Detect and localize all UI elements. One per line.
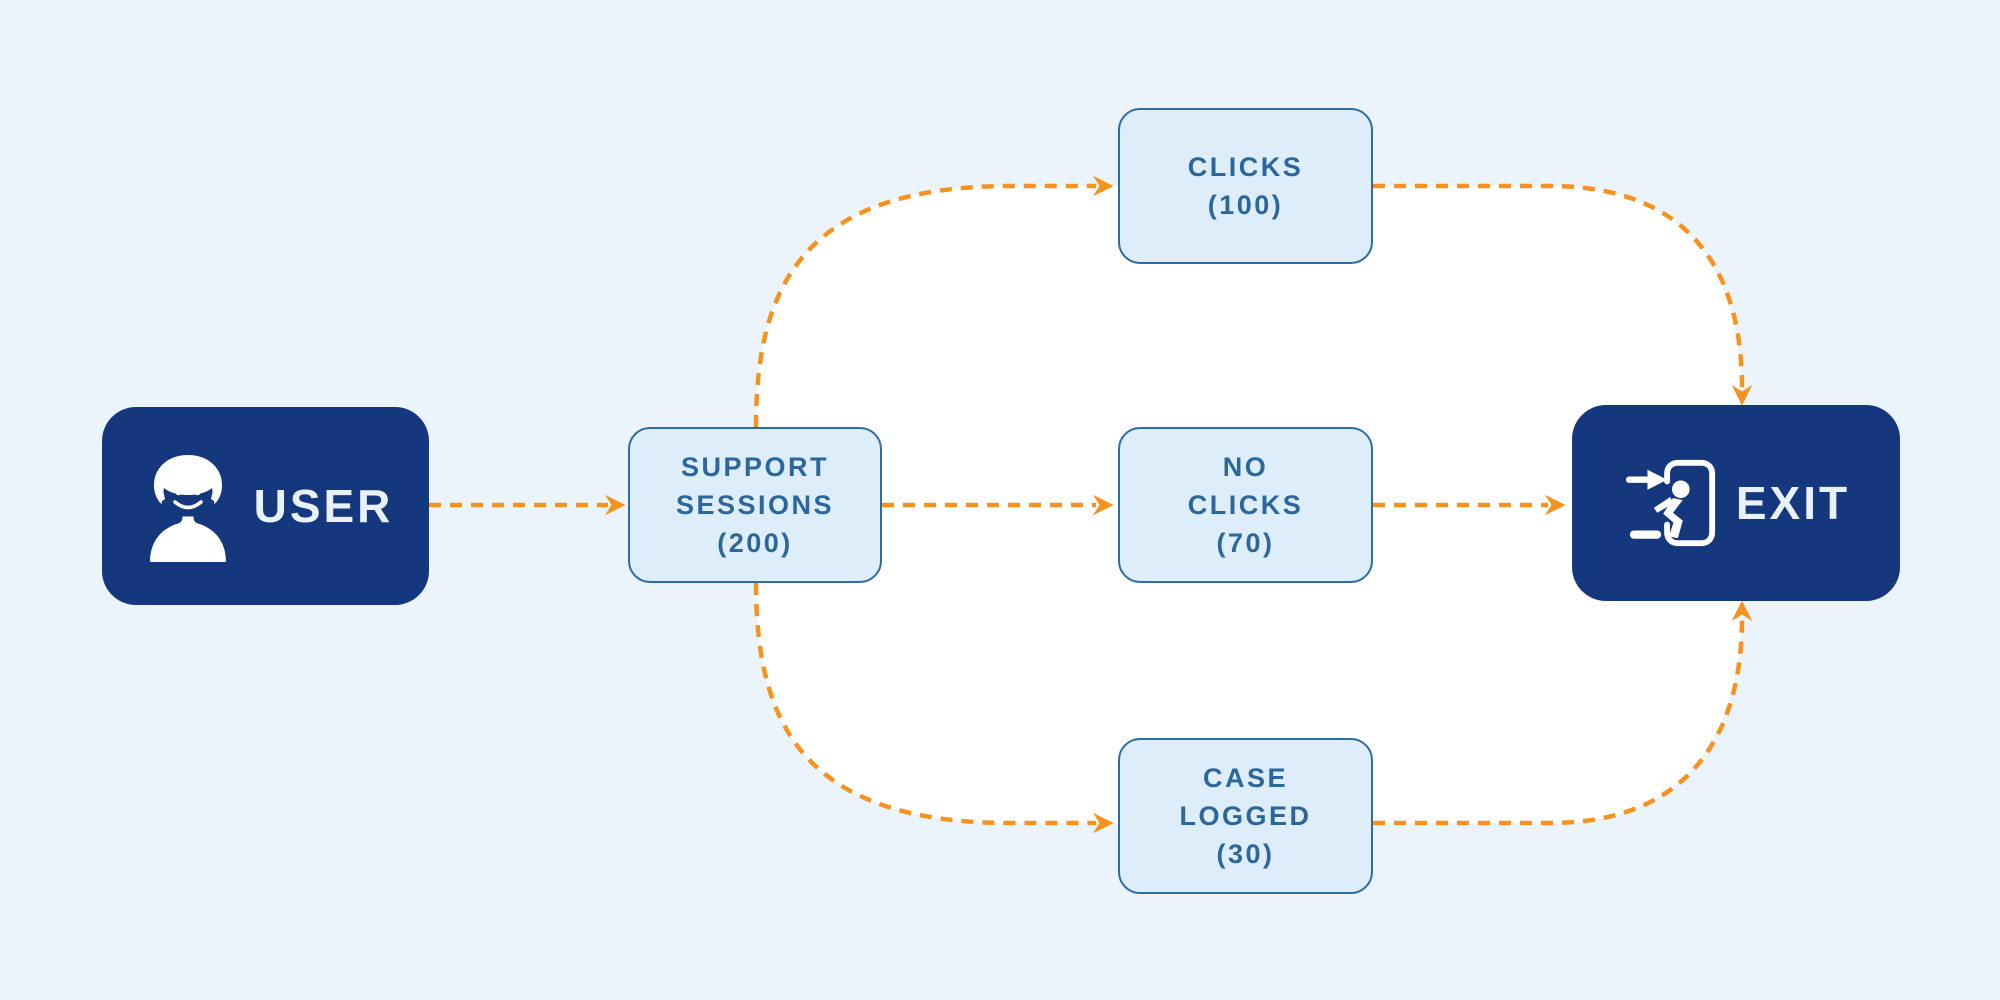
node-support-sessions: SUPPORT SESSIONS (200) xyxy=(628,427,882,583)
edge-clicks-to-exit xyxy=(1373,183,1753,406)
node-user: USER xyxy=(102,407,429,605)
node-user-label: USER xyxy=(253,480,394,532)
node-no-clicks: NO CLICKS (70) xyxy=(1118,427,1373,583)
node-support-sessions-label: SUPPORT SESSIONS (200) xyxy=(675,452,835,558)
node-clicks: CLICKS (100) xyxy=(1118,108,1373,264)
node-exit-label: EXIT xyxy=(1735,477,1851,529)
node-case-logged: CASE LOGGED (30) xyxy=(1118,738,1373,894)
node-no-clicks-label: NO CLICKS (70) xyxy=(1187,452,1304,558)
edge-support-to-case-logged xyxy=(753,582,1114,834)
exit-icon xyxy=(1625,459,1715,547)
edge-case-logged-to-exit xyxy=(1373,600,1753,826)
node-exit: EXIT xyxy=(1572,405,1900,601)
edge-support-to-clicks xyxy=(753,175,1114,428)
node-clicks-label: CLICKS (100) xyxy=(1187,152,1304,220)
node-case-logged-label: CASE LOGGED (30) xyxy=(1179,763,1312,869)
user-icon xyxy=(149,455,226,562)
